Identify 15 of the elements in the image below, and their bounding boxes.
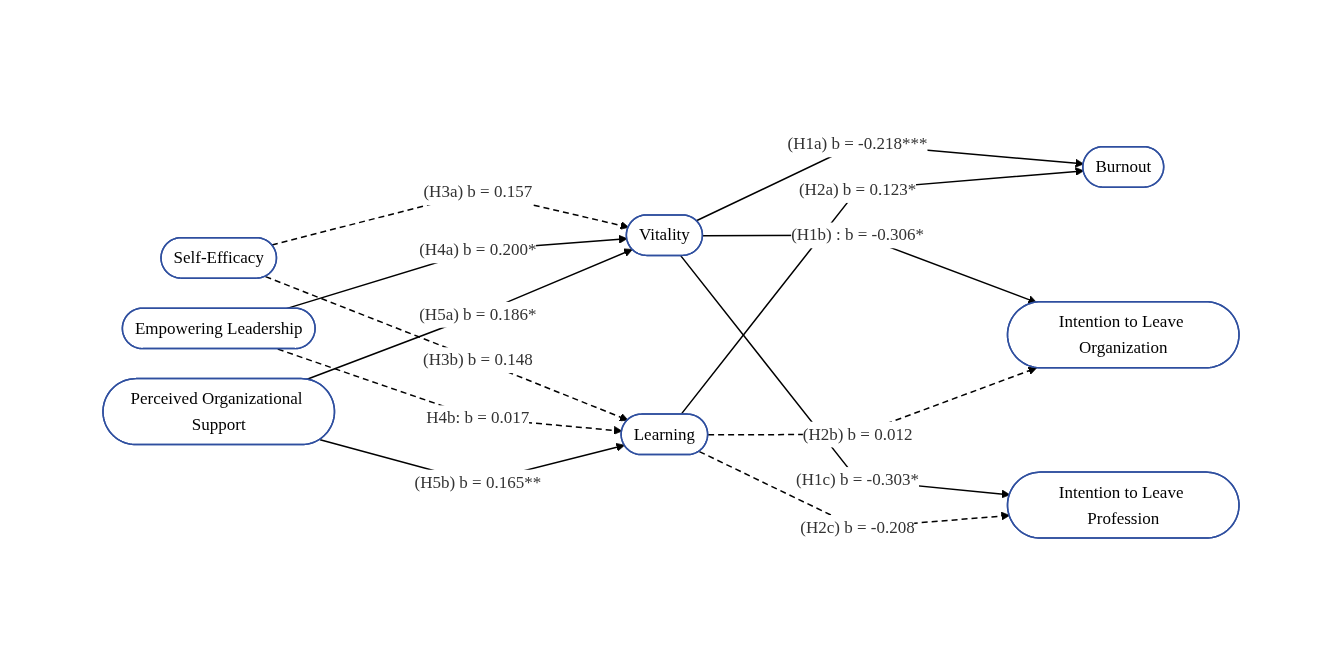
edge-label: (H4a) b = 0.200*: [419, 239, 537, 259]
edge-label: (H1c) b = -0.303*: [796, 469, 920, 489]
edge-label: (H2a) b = 0.123*: [798, 179, 917, 199]
edge-label: (H2c) b = -0.208: [800, 517, 915, 537]
arrow: [264, 275, 629, 421]
edge-label: (H1a) b = -0.218***: [787, 133, 928, 153]
edge-label: H4b: b = 0.017: [426, 407, 530, 427]
edge-label: (H5b) b = 0.165**: [414, 472, 542, 492]
edge-label: (H5a) b = 0.186*: [419, 304, 537, 324]
arrow: [305, 248, 633, 380]
arrow: [680, 166, 1084, 415]
edge-label: (H1b) : b = -0.306*: [791, 224, 924, 244]
edge-label: (H3a) b = 0.157: [423, 181, 533, 201]
edge-label: (H3b) b = 0.148: [422, 349, 533, 369]
edge-label: (H2b) b = 0.012: [802, 424, 913, 444]
